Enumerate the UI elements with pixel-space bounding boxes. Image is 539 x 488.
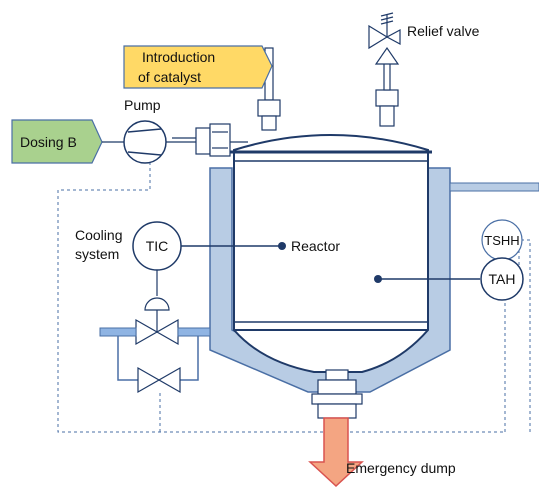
relief-valve-icon[interactable]: [368, 12, 401, 91]
relief-nozzle: [375, 89, 399, 127]
dosing-b-label: Dosing B: [20, 134, 77, 150]
cooling-label-line2: system: [75, 246, 119, 262]
control-valve-icon[interactable]: [135, 297, 179, 346]
pump-icon[interactable]: [123, 120, 167, 164]
tah-circle[interactable]: [480, 257, 524, 301]
reactor-vessel: [233, 134, 429, 373]
relief-valve-label: Relief valve: [407, 23, 480, 39]
bypass-pipe: [117, 336, 199, 381]
pump-label: Pump: [124, 97, 161, 113]
tic-label: TIC: [146, 238, 169, 254]
reactor-label: Reactor: [291, 238, 340, 254]
cooling-pipe-right: [177, 327, 211, 337]
emergency-dump-arrow: [308, 417, 364, 488]
catalyst-label-line1: Introduction: [142, 49, 215, 65]
catalyst-tag: [123, 45, 273, 89]
jacket-outlet-pipe: [449, 182, 539, 192]
reactor-sensor-dot: [278, 242, 286, 250]
tah-label: TAH: [489, 271, 516, 287]
bottom-outlet-flange: [311, 369, 363, 419]
tah-sensor-dot: [374, 275, 382, 283]
catalyst-label-line2: of catalyst: [138, 69, 201, 85]
emergency-dump-label: Emergency dump: [346, 460, 456, 476]
dosing-flange: [195, 123, 231, 157]
dosing-b-tag: [11, 119, 103, 164]
tshh-label: TSHH: [484, 233, 519, 248]
cooling-pipe-left: [99, 327, 137, 337]
bypass-valve-icon[interactable]: [137, 366, 181, 394]
cooling-label-line1: Cooling: [75, 227, 122, 243]
